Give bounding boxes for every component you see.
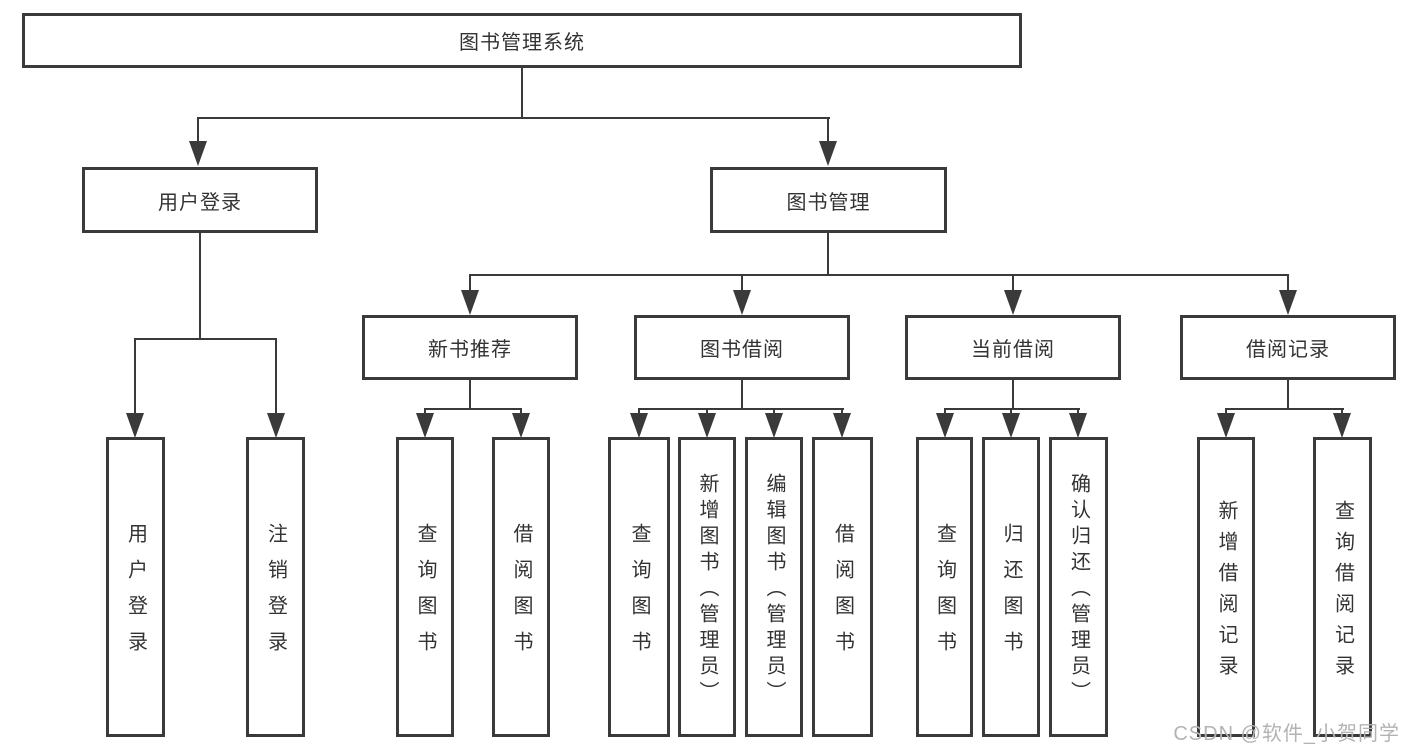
arrow-down-icon — [833, 413, 851, 438]
connector-borrow-record-bus — [1225, 408, 1344, 410]
connector-drop — [638, 408, 640, 414]
connector-user-login-bus — [134, 338, 277, 340]
leaf-add-borrow-record: 新增借阅记录 — [1197, 437, 1255, 737]
arrow-down-icon — [1217, 413, 1235, 438]
node-label: 编辑图书（管理员） — [763, 473, 785, 707]
connector-borrow-record-stem — [1287, 379, 1289, 408]
connector-user-login-stem — [199, 233, 201, 338]
connector-recommend-bus — [424, 408, 522, 410]
node-book-borrow: 图书借阅 — [634, 315, 850, 380]
connector-drop — [275, 338, 277, 414]
node-label: 借阅图书 — [831, 523, 854, 667]
connector-current-borrow-stem — [1012, 379, 1014, 408]
node-label: 图书借阅 — [700, 339, 784, 361]
node-label: 用户登录 — [158, 191, 242, 214]
node-label: 图书管理 — [786, 191, 871, 214]
leaf-add-book-admin: 新增图书（管理员） — [678, 437, 736, 737]
arrow-down-icon — [1069, 413, 1087, 438]
node-label: 查询图书 — [933, 523, 956, 667]
leaf-borrow-book: 借阅图书 — [812, 437, 873, 737]
node-label: 确认归还（管理员） — [1067, 473, 1090, 707]
node-user-login: 用户登录 — [82, 167, 318, 233]
connector-drop — [827, 117, 829, 142]
node-current-borrow: 当前借阅 — [905, 315, 1121, 380]
node-label: 查询借阅记录 — [1331, 499, 1354, 686]
connector-level3-bus — [469, 274, 1289, 276]
connector-current-borrow-bus — [944, 408, 1080, 410]
node-label: 用户登录 — [124, 523, 147, 667]
connector-book-borrow-bus — [638, 408, 844, 410]
connector-drop — [944, 408, 946, 414]
leaf-recommend-query-book: 查询图书 — [396, 437, 454, 737]
node-label: 图书管理系统 — [459, 32, 585, 54]
connector-recommend-stem — [469, 379, 471, 408]
arrow-down-icon — [630, 413, 648, 438]
arrow-down-icon — [698, 413, 716, 438]
node-label: 新书推荐 — [428, 339, 512, 361]
arrow-down-icon — [936, 413, 954, 438]
connector-level2-bus — [197, 117, 830, 119]
node-label: 当前借阅 — [971, 339, 1055, 361]
node-book-management: 图书管理 — [710, 167, 947, 233]
connector-drop — [773, 408, 775, 414]
connector-book-borrow-stem — [741, 379, 743, 408]
leaf-current-query-book: 查询图书 — [916, 437, 973, 737]
arrow-down-icon — [512, 413, 530, 438]
connector-drop — [1287, 274, 1289, 291]
connector-drop — [424, 408, 426, 414]
leaf-query-borrow-record: 查询借阅记录 — [1313, 437, 1372, 737]
arrow-down-icon — [1333, 413, 1351, 438]
connector-drop — [1225, 408, 1227, 414]
node-borrow-record: 借阅记录 — [1180, 315, 1396, 380]
connector-drop — [1012, 274, 1014, 291]
node-label: 查询图书 — [414, 523, 436, 667]
leaf-confirm-return-admin: 确认归还（管理员） — [1049, 437, 1108, 737]
node-root: 图书管理系统 — [22, 13, 1022, 68]
arrow-down-icon — [819, 141, 837, 166]
connector-drop — [469, 274, 471, 291]
arrow-down-icon — [416, 413, 434, 438]
node-new-book-recommend: 新书推荐 — [362, 315, 578, 380]
node-label: 归还图书 — [1000, 523, 1022, 667]
node-label: 借阅图书 — [510, 523, 532, 667]
leaf-recommend-borrow-book: 借阅图书 — [492, 437, 550, 737]
leaf-return-book: 归还图书 — [982, 437, 1040, 737]
connector-drop — [741, 274, 743, 291]
arrow-down-icon — [1279, 290, 1297, 315]
node-label: 注销登录 — [264, 523, 287, 667]
arrow-down-icon — [267, 413, 285, 438]
connector-drop — [841, 408, 843, 414]
connector-drop — [1077, 408, 1079, 414]
connector-drop — [1341, 408, 1343, 414]
node-label: 借阅记录 — [1246, 339, 1330, 361]
connector-drop — [706, 408, 708, 414]
arrow-down-icon — [189, 141, 207, 166]
connector-book-mgmt-stem — [827, 233, 829, 274]
watermark-text: CSDN @软件_小贺同学 — [1173, 723, 1400, 745]
node-label: 新增借阅记录 — [1215, 499, 1237, 686]
arrow-down-icon — [1004, 290, 1022, 315]
arrow-down-icon — [126, 413, 144, 438]
leaf-logout: 注销登录 — [246, 437, 305, 737]
arrow-down-icon — [461, 290, 479, 315]
leaf-borrow-query-book: 查询图书 — [608, 437, 670, 737]
arrow-down-icon — [765, 413, 783, 438]
connector-drop — [1010, 408, 1012, 414]
connector-drop — [520, 408, 522, 414]
arrow-down-icon — [733, 290, 751, 315]
node-label: 查询图书 — [628, 523, 650, 667]
leaf-edit-book-admin: 编辑图书（管理员） — [745, 437, 803, 737]
connector-drop — [134, 338, 136, 414]
connector-root-stem — [521, 68, 523, 117]
arrow-down-icon — [1002, 413, 1020, 438]
connector-drop — [197, 117, 199, 142]
node-label: 新增图书（管理员） — [696, 473, 718, 707]
leaf-user-login: 用户登录 — [106, 437, 165, 737]
